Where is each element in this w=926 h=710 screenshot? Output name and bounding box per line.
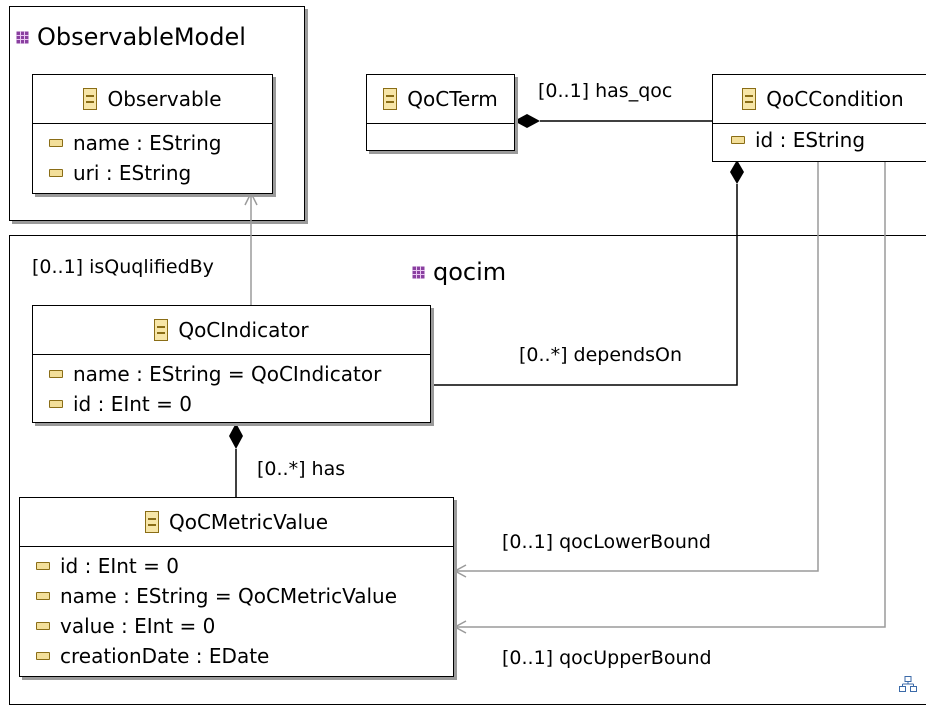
class-name: QoCIndicator — [178, 318, 309, 342]
class-name: QoCCondition — [766, 87, 904, 111]
arrow-head — [453, 564, 467, 578]
package-icon — [16, 30, 29, 44]
class-icon — [154, 319, 169, 341]
class-header: QoCTerm — [367, 75, 514, 124]
class-icon — [383, 88, 398, 110]
class-qoc-condition[interactable]: QoCCondition id : EString — [712, 74, 926, 162]
attribute-icon — [36, 652, 50, 660]
class-qoc-metric-value[interactable]: QoCMetricValue id : EInt = 0 name : EStr… — [19, 497, 454, 677]
attribute-icon — [49, 169, 63, 177]
attribute-icon — [36, 562, 50, 570]
attribute-row[interactable]: id : EInt = 0 — [33, 389, 430, 419]
package-name: ObservableModel — [37, 23, 246, 51]
attribute-icon — [36, 592, 50, 600]
attribute-icon — [49, 139, 63, 147]
package-title: ObservableModel — [16, 23, 246, 51]
class-header: Observable — [33, 75, 272, 124]
attribute-icon — [49, 370, 63, 378]
attribute-row[interactable]: uri : EString — [33, 158, 272, 188]
class-icon — [742, 88, 757, 110]
class-icon — [144, 511, 159, 533]
class-qoc-indicator[interactable]: QoCIndicator name : EString = QoCIndicat… — [32, 305, 431, 423]
class-name: QoCMetricValue — [168, 510, 329, 534]
class-icon — [83, 88, 98, 110]
class-name: QoCTerm — [407, 87, 498, 111]
package-title: qocim — [412, 258, 506, 286]
attribute-icon — [36, 622, 50, 630]
package-name: qocim — [433, 258, 507, 286]
composition-diamond — [730, 160, 744, 184]
attribute-row[interactable]: id : EInt = 0 — [20, 551, 453, 581]
qoc-upper-bound-label: [0..1] qocUpperBound — [502, 647, 712, 669]
is-qualified-by-label: [0..1] isQuqlifiedBy — [32, 256, 214, 278]
attribute-row[interactable]: name : EString = QoCMetricValue — [20, 581, 453, 611]
attribute-icon — [731, 136, 745, 144]
class-header: QoCIndicator — [33, 306, 430, 355]
composition-diamond — [229, 423, 243, 449]
attribute-icon — [49, 400, 63, 408]
class-observable[interactable]: Observable name : EString uri : EString — [32, 74, 273, 194]
class-header: QoCMetricValue — [20, 498, 453, 547]
qoc-lower-bound-edge — [455, 160, 819, 572]
has-qoc-label: [0..1] has_qoc — [538, 80, 673, 102]
attribute-row[interactable]: name : EString = QoCIndicator — [33, 359, 430, 389]
has-label: [0..*] has — [257, 458, 346, 480]
diagram-icon[interactable] — [899, 676, 917, 692]
arrow-head — [453, 620, 467, 634]
qoc-upper-bound-edge — [455, 160, 886, 628]
depends-on-edge — [430, 184, 738, 386]
depends-on-label: [0..*] dependsOn — [519, 344, 683, 366]
attribute-row[interactable]: creationDate : EDate — [20, 641, 453, 671]
class-name: Observable — [107, 87, 222, 111]
qoc-lower-bound-label: [0..1] qocLowerBound — [502, 531, 711, 553]
package-icon — [412, 265, 425, 279]
attribute-row[interactable]: name : EString — [33, 128, 272, 158]
class-qoc-term[interactable]: QoCTerm — [366, 74, 515, 151]
attribute-row[interactable]: value : EInt = 0 — [20, 611, 453, 641]
class-header: QoCCondition — [713, 75, 926, 124]
attribute-row[interactable]: id : EString — [713, 125, 926, 155]
composition-diamond — [514, 114, 540, 128]
